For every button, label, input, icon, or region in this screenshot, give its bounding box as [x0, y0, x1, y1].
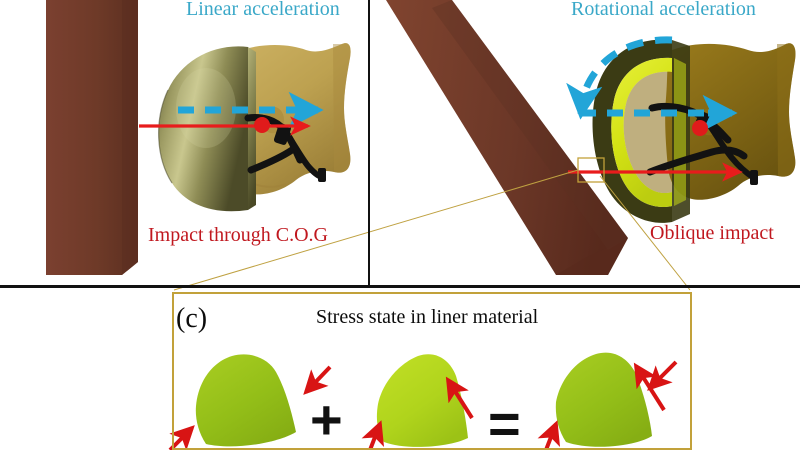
- panel-c-tag: (c): [176, 303, 208, 334]
- center-of-gravity-dot: [692, 120, 708, 136]
- oblique-impact-label: Oblique impact: [650, 222, 774, 244]
- helmet-shell-outline: [592, 39, 690, 223]
- impact-through-cog-label: Impact through C.O.G: [148, 224, 328, 246]
- helmet-shell: [158, 46, 256, 212]
- panel-horizontal-divider: [0, 285, 800, 288]
- rotational-acceleration-label: Rotational acceleration: [571, 0, 756, 20]
- chin-strap: [244, 114, 326, 182]
- head-form: [225, 43, 351, 195]
- stress-state-title: Stress state in liner material: [316, 306, 539, 328]
- linear-acceleration-label: Linear acceleration: [186, 0, 340, 20]
- chin-strap: [646, 102, 758, 185]
- equals-operator: =: [488, 392, 521, 455]
- panel-vertical-divider: [368, 0, 370, 286]
- plus-operator: +: [310, 388, 343, 451]
- stress-state-box: [172, 292, 692, 450]
- head-form: [665, 43, 796, 200]
- angled-anvil: [386, 0, 628, 275]
- rotational-acceleration-arrow: [566, 36, 673, 120]
- center-of-gravity-dot: [254, 117, 270, 133]
- liner-detail-callout: [577, 157, 605, 183]
- flat-anvil: [46, 0, 138, 275]
